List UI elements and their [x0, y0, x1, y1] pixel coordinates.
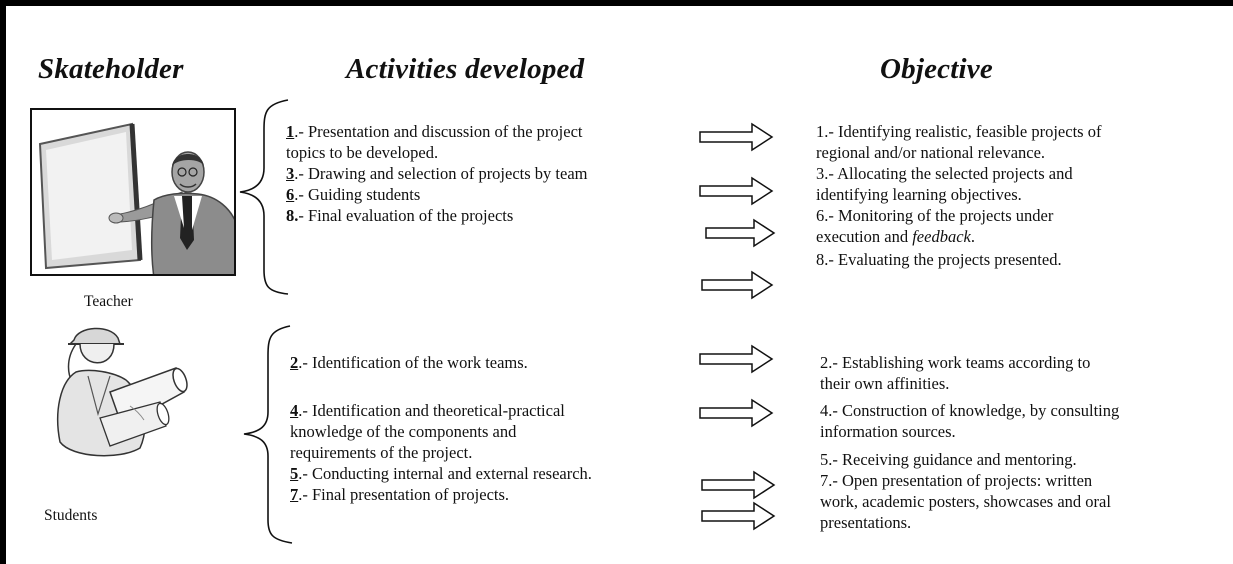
activity-text: .- Drawing and selection of projects by … [294, 164, 588, 183]
teacher-pointing-icon [38, 122, 234, 274]
student-activity-2: 2.- Identification of the work teams. [290, 352, 528, 373]
student-objective-line: information sources. [820, 422, 956, 441]
activity-number: 6 [286, 185, 295, 204]
teacher-activity-1-cont: topics to be developed. [286, 143, 439, 162]
students-label: Students [44, 507, 98, 524]
objective-text: execution and [816, 227, 913, 246]
activity-text: .- Guiding students [294, 185, 421, 204]
frame-left-border [0, 0, 6, 564]
activity-text: .- Final presentation of projects. [298, 485, 510, 504]
teacher-activity-3: 3.- Drawing and selection of projects by… [286, 163, 588, 184]
activity-text: .- Identification of the work teams. [298, 353, 528, 372]
student-activity-4-cont: knowledge of the components and [290, 422, 517, 441]
activity-text: .- Identification and theoretical-practi… [298, 401, 565, 420]
activity-text: - Final evaluation of the projects [298, 206, 514, 225]
left-brace-icon [239, 99, 289, 295]
activity-number: 1 [286, 122, 295, 141]
student-activity-4-cont: requirements of the project. [290, 443, 473, 462]
objective-text: . [970, 227, 975, 246]
student-objective-line: 7.- Open presentation of projects: writt… [820, 471, 1093, 490]
right-arrow-icon [699, 122, 774, 152]
teacher-objective-line: 3.- Allocating the selected projects and [816, 164, 1073, 183]
teacher-objective-line: regional and/or national relevance. [816, 143, 1046, 162]
activity-text: .- Conducting internal and external rese… [298, 464, 592, 483]
teacher-objective-line: 6.- Monitoring of the projects under [816, 206, 1054, 225]
right-arrow-icon [701, 470, 776, 500]
frame-top-border [0, 0, 1233, 6]
activity-number: 5 [290, 464, 299, 483]
right-arrow-icon [701, 270, 774, 300]
objective-heading: Objective [880, 53, 993, 85]
teacher-label: Teacher [84, 293, 133, 310]
activity-number: 7 [290, 485, 299, 504]
student-activity-7: 7.- Final presentation of projects. [290, 484, 509, 505]
student-objective-line: 4.- Construction of knowledge, by consul… [820, 401, 1120, 420]
right-arrow-icon [699, 176, 774, 206]
activities-heading: Activities developed [346, 53, 585, 85]
stakeholder-heading: Skateholder [38, 53, 184, 85]
student-objective-line: work, academic posters, showcases and or… [820, 492, 1111, 511]
teacher-activity-8: 8.- Final evaluation of the projects [286, 205, 513, 226]
teacher-objective-line: 8.- Evaluating the projects presented. [816, 250, 1062, 269]
student-objective-line: 2.- Establishing work teams according to [820, 353, 1091, 372]
teacher-objective-line: 1.- Identifying realistic, feasible proj… [816, 122, 1102, 141]
right-arrow-icon [701, 501, 776, 531]
activity-number: 4 [290, 401, 299, 420]
right-arrow-icon [699, 398, 774, 428]
teacher-objective-line: execution and feedback. [816, 226, 975, 247]
teacher-activity-6: 6.- Guiding students [286, 184, 420, 205]
activity-number: 8. [286, 206, 299, 225]
teacher-activity-1: 1.- Presentation and discussion of the p… [286, 121, 582, 142]
activity-text: .- Presentation and discussion of the pr… [294, 122, 583, 141]
student-objective-line: presentations. [820, 513, 912, 532]
feedback-term: feedback [912, 227, 971, 246]
teacher-illustration [30, 108, 236, 276]
activity-number: 2 [290, 353, 299, 372]
student-objective-line: their own affinities. [820, 374, 950, 393]
teacher-objective-line: identifying learning objectives. [816, 185, 1022, 204]
right-arrow-icon [699, 344, 774, 374]
activity-number: 3 [286, 164, 295, 183]
right-arrow-icon [705, 218, 776, 248]
student-activity-5: 5.- Conducting internal and external res… [290, 463, 592, 484]
student-activity-4: 4.- Identification and theoretical-pract… [290, 400, 565, 421]
left-brace-icon [243, 325, 293, 544]
student-objective-line: 5.- Receiving guidance and mentoring. [820, 450, 1077, 469]
